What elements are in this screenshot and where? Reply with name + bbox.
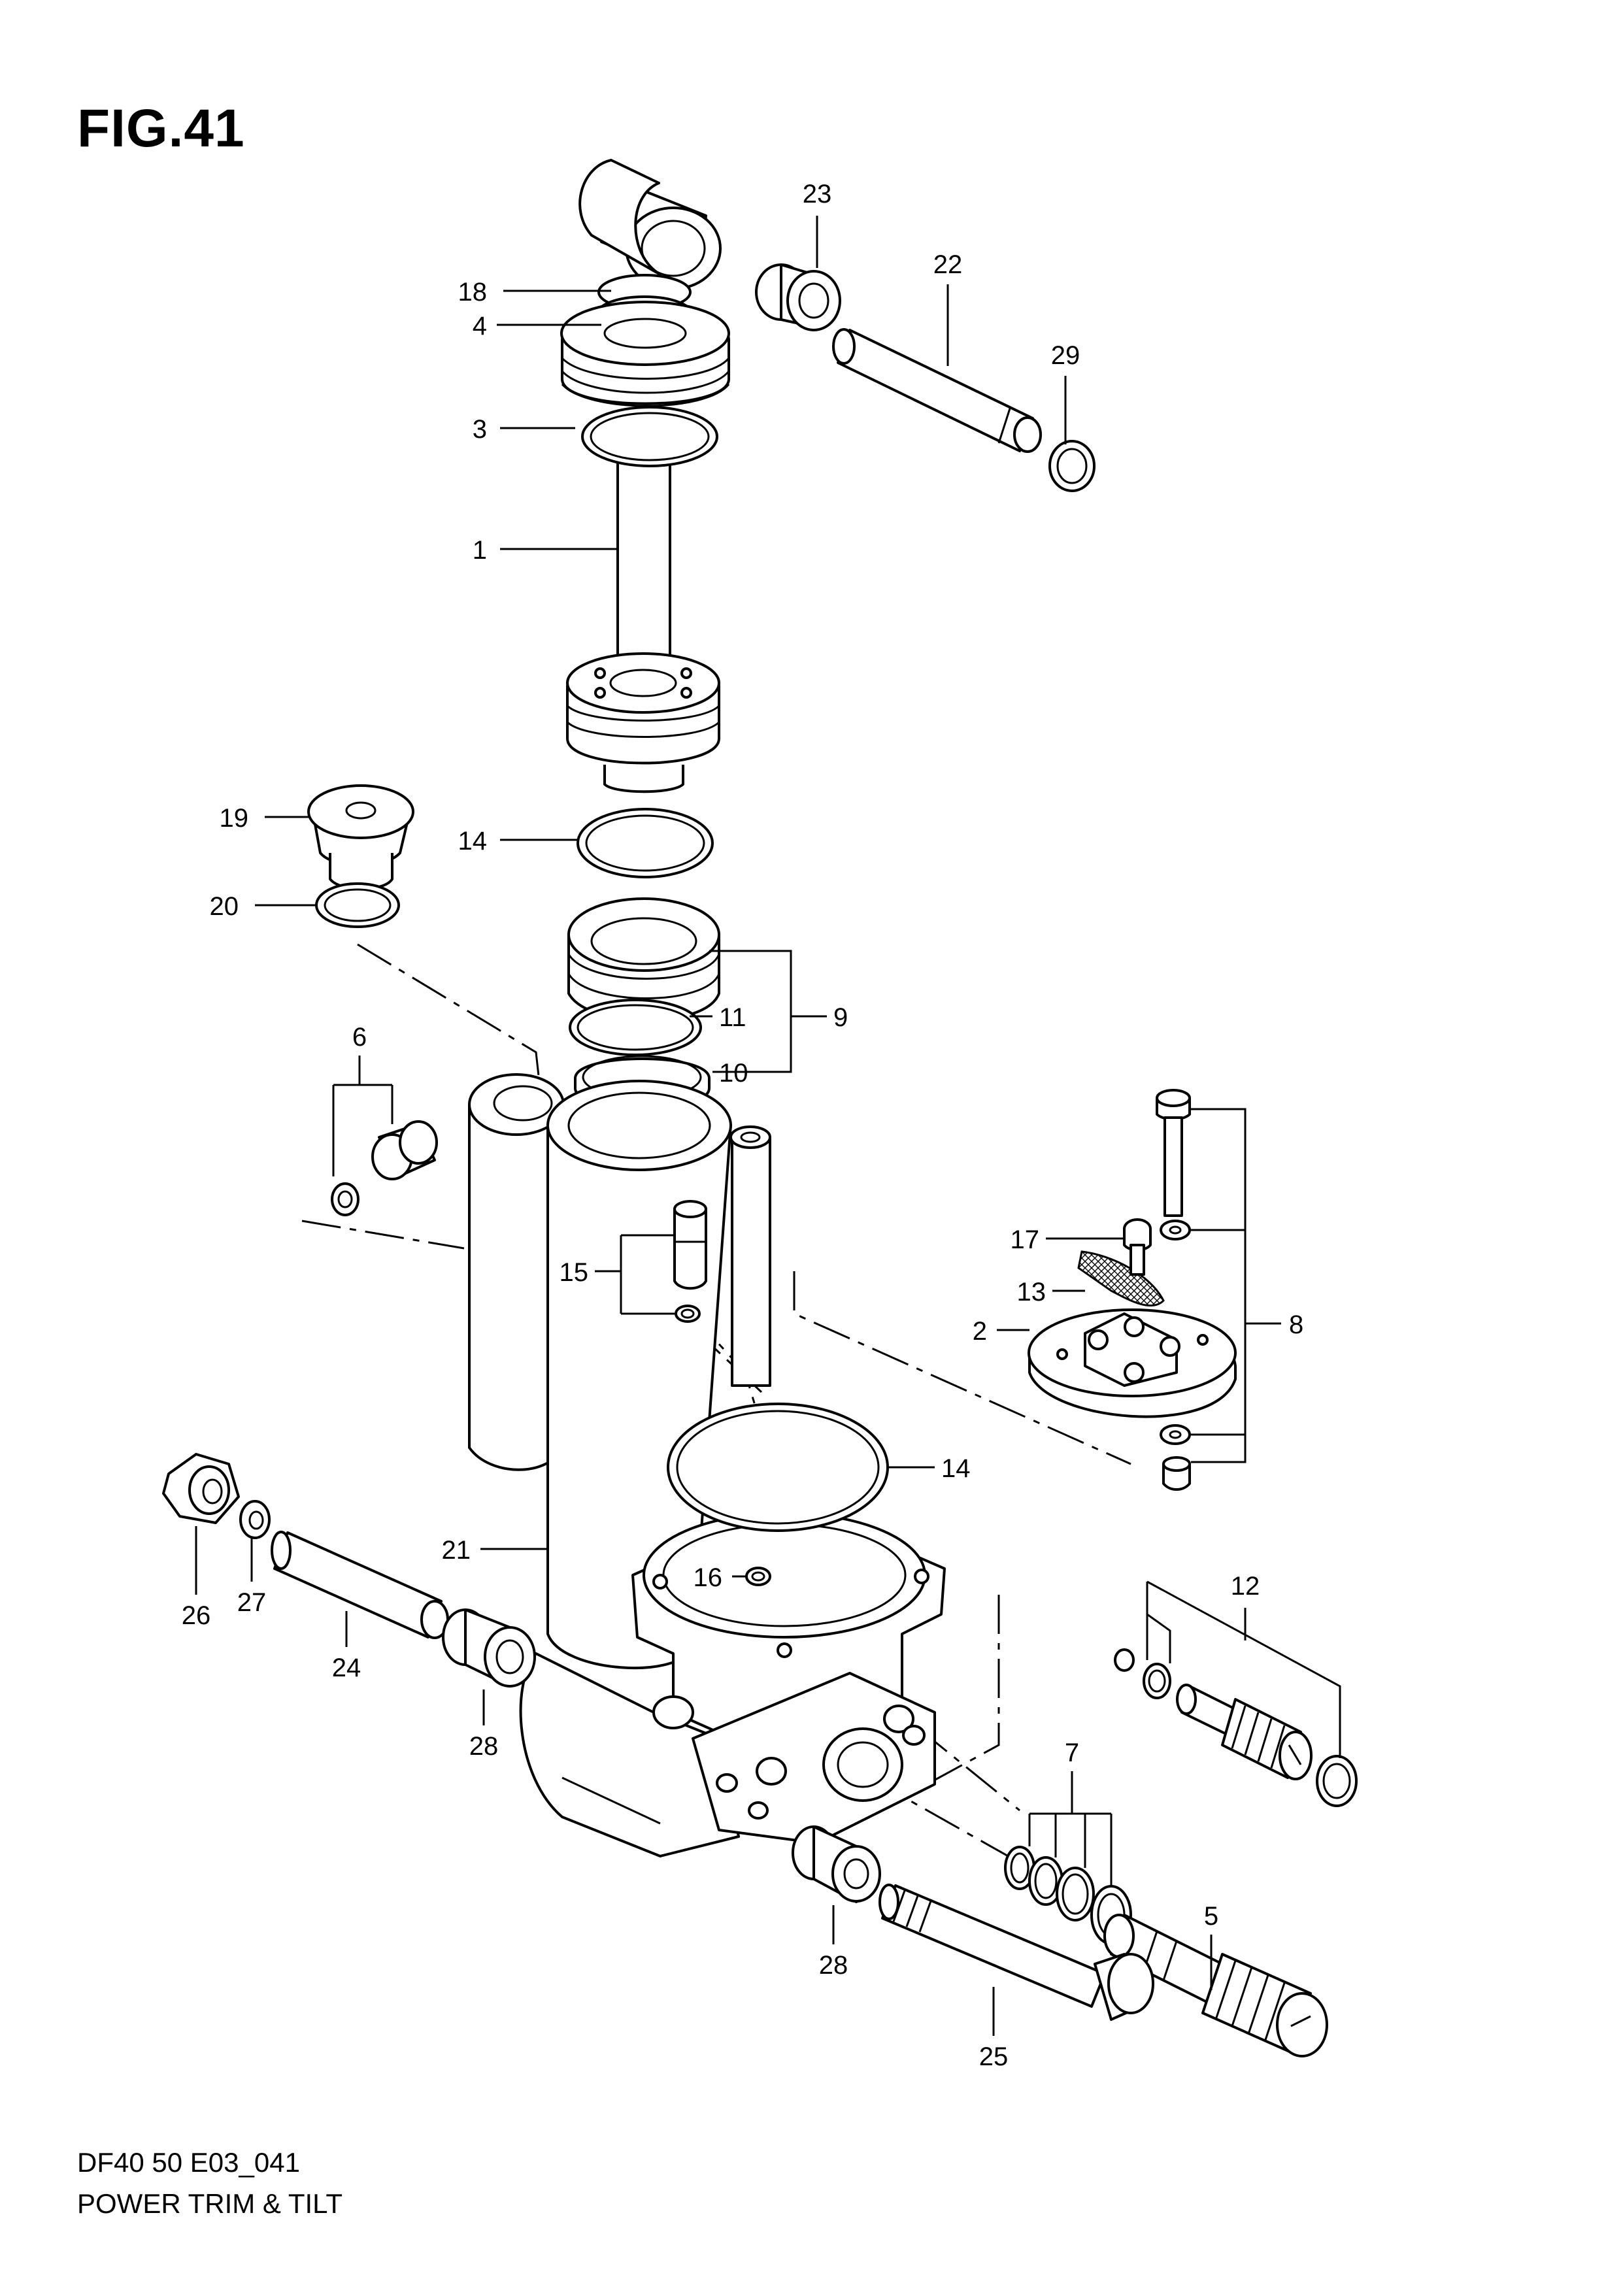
part-1-tilt-rod <box>566 159 722 793</box>
part-12-valve <box>1114 1648 1358 1807</box>
callout-labels: 18 4 3 1 23 22 29 19 14 20 11 9 10 6 15 … <box>182 180 1304 2071</box>
part-15-pin <box>673 1200 707 1323</box>
callout-27: 27 <box>237 1588 267 1617</box>
part-11-o-ring <box>569 999 702 1056</box>
callout-19: 19 <box>220 804 249 833</box>
part-28-lower-bushing <box>792 1825 881 1903</box>
part-17-screw <box>1123 1218 1152 1276</box>
part-26-nut <box>162 1453 240 1524</box>
part-25-bolt <box>878 1884 1154 2021</box>
part-upper-cap <box>560 301 730 407</box>
callout-4: 4 <box>473 312 487 341</box>
part-27-washer <box>239 1500 271 1539</box>
part-22-pin <box>832 328 1042 453</box>
callout-14-lower: 14 <box>941 1454 971 1483</box>
callout-23: 23 <box>803 180 832 208</box>
callout-14-upper: 14 <box>458 827 488 856</box>
callout-2: 2 <box>973 1317 987 1346</box>
part-20-o-ring <box>315 882 400 928</box>
part-6-plug <box>331 1120 438 1216</box>
callout-8: 8 <box>1289 1310 1303 1339</box>
part-24-pin <box>271 1531 449 1639</box>
drawing-code: DF40 50 E03_041 <box>77 2147 300 2178</box>
callout-24: 24 <box>332 1654 361 1682</box>
callout-1: 1 <box>473 536 487 565</box>
callout-6: 6 <box>352 1023 367 1052</box>
callout-17: 17 <box>1011 1225 1040 1254</box>
callout-29: 29 <box>1051 341 1080 370</box>
part-5-valve <box>1103 1914 1328 2057</box>
part-28-upper-bushing <box>442 1608 536 1688</box>
part-2-valve-plate <box>1028 1308 1237 1418</box>
part-9-free-piston <box>567 897 720 1022</box>
part-16-o-ring <box>745 1567 771 1586</box>
callout-28-lower: 28 <box>819 1951 848 1980</box>
part-8-bolt-set <box>1156 1089 1191 1491</box>
callout-28-upper: 28 <box>469 1732 499 1761</box>
figure-title: FIG.41 <box>77 99 245 158</box>
callout-20: 20 <box>210 892 239 921</box>
callout-18: 18 <box>458 278 488 307</box>
part-14-lower-o-ring <box>667 1403 889 1532</box>
callout-15: 15 <box>560 1258 589 1287</box>
part-19-plug <box>307 784 414 890</box>
callout-13: 13 <box>1017 1278 1046 1306</box>
part-29-clip <box>1048 440 1096 492</box>
part-3-o-ring <box>581 406 718 467</box>
callout-7: 7 <box>1065 1739 1079 1767</box>
callout-11: 11 <box>719 1003 746 1032</box>
callout-5: 5 <box>1204 1902 1218 1931</box>
callout-9: 9 <box>833 1003 848 1032</box>
callout-16: 16 <box>694 1563 723 1592</box>
callout-26: 26 <box>182 1601 211 1630</box>
callout-21: 21 <box>442 1536 471 1565</box>
callout-25: 25 <box>979 2042 1009 2071</box>
callout-3: 3 <box>473 415 487 444</box>
callout-22: 22 <box>933 250 963 279</box>
callout-12: 12 <box>1231 1572 1260 1601</box>
part-14-upper-o-ring <box>577 808 714 878</box>
part-23-bushing <box>755 263 841 331</box>
part-13-filter <box>1077 1250 1165 1306</box>
callout-10: 10 <box>719 1059 748 1088</box>
assembly-name: POWER TRIM & TILT <box>77 2188 343 2219</box>
leader-lines <box>195 216 1341 2036</box>
